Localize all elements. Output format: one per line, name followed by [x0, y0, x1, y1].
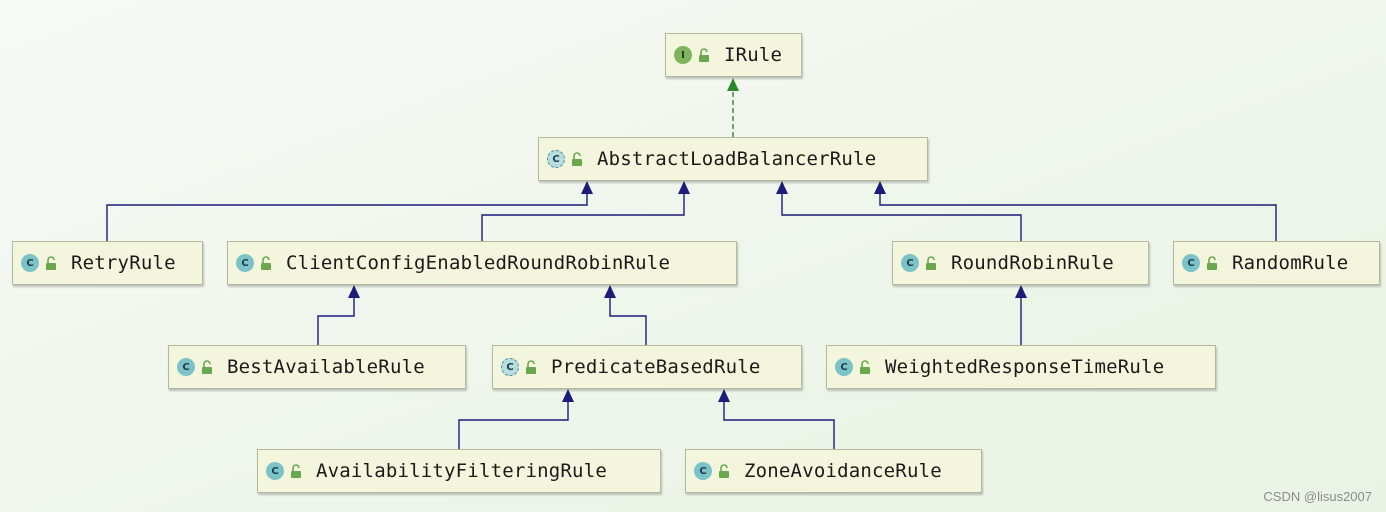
class-name-label: PredicateBasedRule — [551, 356, 761, 378]
class-node-retry[interactable]: C RetryRule — [12, 241, 203, 285]
unlocked-padlock-icon — [202, 360, 212, 374]
extends-edge-weighted-to-roundrobin — [1015, 285, 1027, 345]
class-node-roundrobin[interactable]: C RoundRobinRule — [892, 241, 1149, 285]
class-icon: C — [266, 462, 284, 480]
extends-edge-predicate-to-clientcfg — [604, 285, 647, 345]
unlocked-padlock-icon — [46, 256, 56, 270]
abstract-class-icon: C — [501, 358, 519, 376]
class-node-clientcfg[interactable]: C ClientConfigEnabledRoundRobinRule — [227, 241, 737, 285]
unlocked-padlock-icon — [261, 256, 271, 270]
arrowhead-icon — [776, 181, 788, 194]
extends-edge-zoneavoid-to-predicate — [718, 389, 835, 449]
class-name-label: BestAvailableRule — [227, 356, 425, 378]
class-node-zoneavoid[interactable]: C ZoneAvoidanceRule — [685, 449, 982, 493]
unlocked-padlock-icon — [526, 360, 536, 374]
class-node-availfilter[interactable]: C AvailabilityFilteringRule — [257, 449, 661, 493]
class-name-label: WeightedResponseTimeRule — [885, 356, 1165, 378]
class-icon: C — [236, 254, 254, 272]
abstract-class-icon: C — [547, 150, 565, 168]
extends-edge-random-to-abstract — [874, 181, 1277, 241]
class-icon: C — [835, 358, 853, 376]
watermark: CSDN @lisus2007 — [1263, 489, 1372, 504]
arrowhead-icon — [604, 285, 616, 298]
class-name-label: RandomRule — [1232, 252, 1349, 274]
unlocked-padlock-icon — [1207, 256, 1217, 270]
arrowhead-icon — [727, 78, 739, 91]
class-icon: C — [901, 254, 919, 272]
extends-edge-clientcfg-to-abstract — [481, 181, 690, 241]
class-name-label: AvailabilityFilteringRule — [316, 460, 607, 482]
arrowhead-icon — [874, 181, 886, 194]
interface-icon: I — [674, 46, 692, 64]
unlocked-padlock-icon — [572, 152, 582, 166]
implements-edge-abstract-to-irule — [727, 78, 739, 137]
class-name-label: ClientConfigEnabledRoundRobinRule — [286, 252, 671, 274]
extends-edge-roundrobin-to-abstract — [776, 181, 1022, 241]
unlocked-padlock-icon — [291, 464, 301, 478]
class-node-abstract[interactable]: C AbstractLoadBalancerRule — [538, 137, 928, 181]
extends-edge-retry-to-abstract — [106, 181, 593, 241]
class-icon: C — [694, 462, 712, 480]
class-node-predicate[interactable]: C PredicateBasedRule — [492, 345, 802, 389]
class-name-label: RetryRule — [71, 252, 176, 274]
class-name-label: AbstractLoadBalancerRule — [597, 148, 877, 170]
class-icon: C — [177, 358, 195, 376]
unlocked-padlock-icon — [926, 256, 936, 270]
arrowhead-icon — [348, 285, 360, 298]
class-name-label: IRule — [724, 44, 783, 66]
class-node-irule[interactable]: I IRule — [665, 33, 802, 77]
class-icon: C — [1182, 254, 1200, 272]
extends-edge-bestavail-to-clientcfg — [317, 285, 360, 345]
extends-edge-availfilter-to-predicate — [458, 389, 574, 449]
unlocked-padlock-icon — [860, 360, 870, 374]
class-node-weighted[interactable]: C WeightedResponseTimeRule — [826, 345, 1216, 389]
class-node-bestavail[interactable]: C BestAvailableRule — [168, 345, 466, 389]
arrowhead-icon — [718, 389, 730, 402]
unlocked-padlock-icon — [719, 464, 729, 478]
arrowhead-icon — [562, 389, 574, 402]
class-name-label: ZoneAvoidanceRule — [744, 460, 942, 482]
arrowhead-icon — [581, 181, 593, 194]
class-icon: C — [21, 254, 39, 272]
arrowhead-icon — [678, 181, 690, 194]
arrowhead-icon — [1015, 285, 1027, 298]
class-node-random[interactable]: C RandomRule — [1173, 241, 1380, 285]
class-name-label: RoundRobinRule — [951, 252, 1114, 274]
unlocked-padlock-icon — [699, 48, 709, 62]
